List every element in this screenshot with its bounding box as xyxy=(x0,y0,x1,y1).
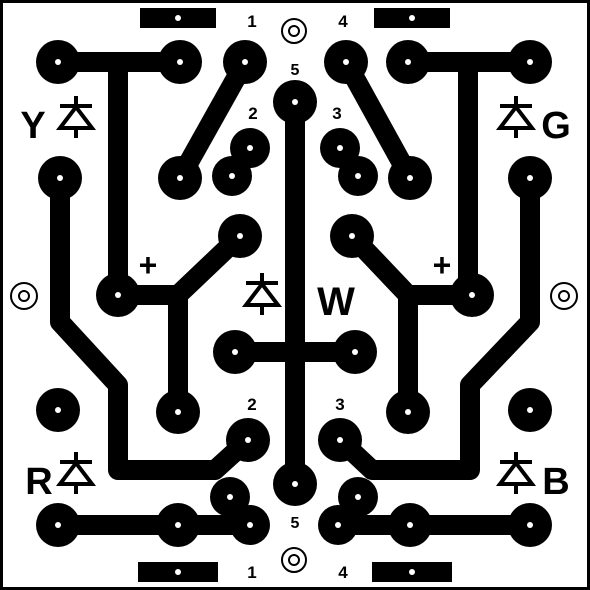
mounting-hole-icon xyxy=(550,282,578,310)
led-label-red: R xyxy=(25,461,52,503)
pads xyxy=(36,40,552,547)
pin-label: 1 xyxy=(247,563,256,582)
slot-markers xyxy=(138,8,452,582)
polarity-plus-right: + xyxy=(433,247,452,283)
led-label-blue: B xyxy=(542,461,569,503)
led-label-white: W xyxy=(317,280,355,324)
mounting-hole-icon xyxy=(10,282,38,310)
slot-hole xyxy=(409,15,415,21)
diode-icon xyxy=(495,96,537,138)
diode-icon xyxy=(55,96,97,138)
trace xyxy=(342,52,478,305)
trace xyxy=(336,52,420,188)
led-label-yellow: Y xyxy=(20,105,45,147)
pin-label: 1 xyxy=(247,12,256,31)
slot-hole xyxy=(409,569,415,575)
pin-label: 4 xyxy=(338,12,348,31)
diode-icon xyxy=(55,452,97,494)
polarity-plus-left: + xyxy=(139,247,158,283)
mounting-hole-icon xyxy=(281,18,307,44)
diode-icon xyxy=(241,273,283,315)
pin-label: 2 xyxy=(248,104,257,123)
trace xyxy=(170,52,255,188)
slot-hole xyxy=(175,569,181,575)
mounting-hole-icon xyxy=(281,547,307,573)
pin-label: 4 xyxy=(338,563,348,582)
pin-label: 3 xyxy=(335,395,344,414)
slot-hole xyxy=(175,15,181,21)
pin-label: 5 xyxy=(291,515,300,532)
trace xyxy=(50,168,258,480)
trace xyxy=(330,168,540,480)
led-label-green: G xyxy=(541,105,571,147)
pin-label: 3 xyxy=(332,104,341,123)
trace xyxy=(108,52,250,305)
labels: 1 4 5 2 3 2 3 5 1 4 Y G R B W + + xyxy=(20,12,570,582)
diode-icon xyxy=(495,452,537,494)
mounting-holes xyxy=(10,18,578,573)
pin-label: 2 xyxy=(247,395,256,414)
pin-label: 5 xyxy=(291,62,300,79)
